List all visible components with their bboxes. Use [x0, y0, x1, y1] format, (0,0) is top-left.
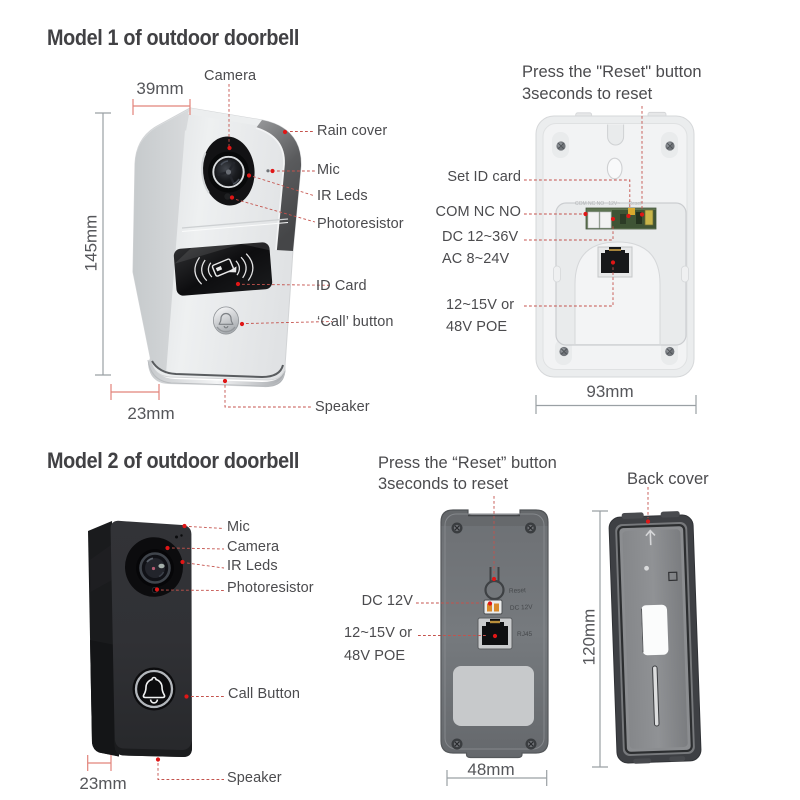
svg-text:RJ45: RJ45	[517, 631, 533, 638]
svg-text:DC 12V: DC 12V	[510, 604, 534, 612]
svg-text:Reset: Reset	[509, 587, 527, 595]
svg-text:COM NC NO 12V~ Reset: COM NC NO 12V~ Reset	[575, 201, 642, 207]
